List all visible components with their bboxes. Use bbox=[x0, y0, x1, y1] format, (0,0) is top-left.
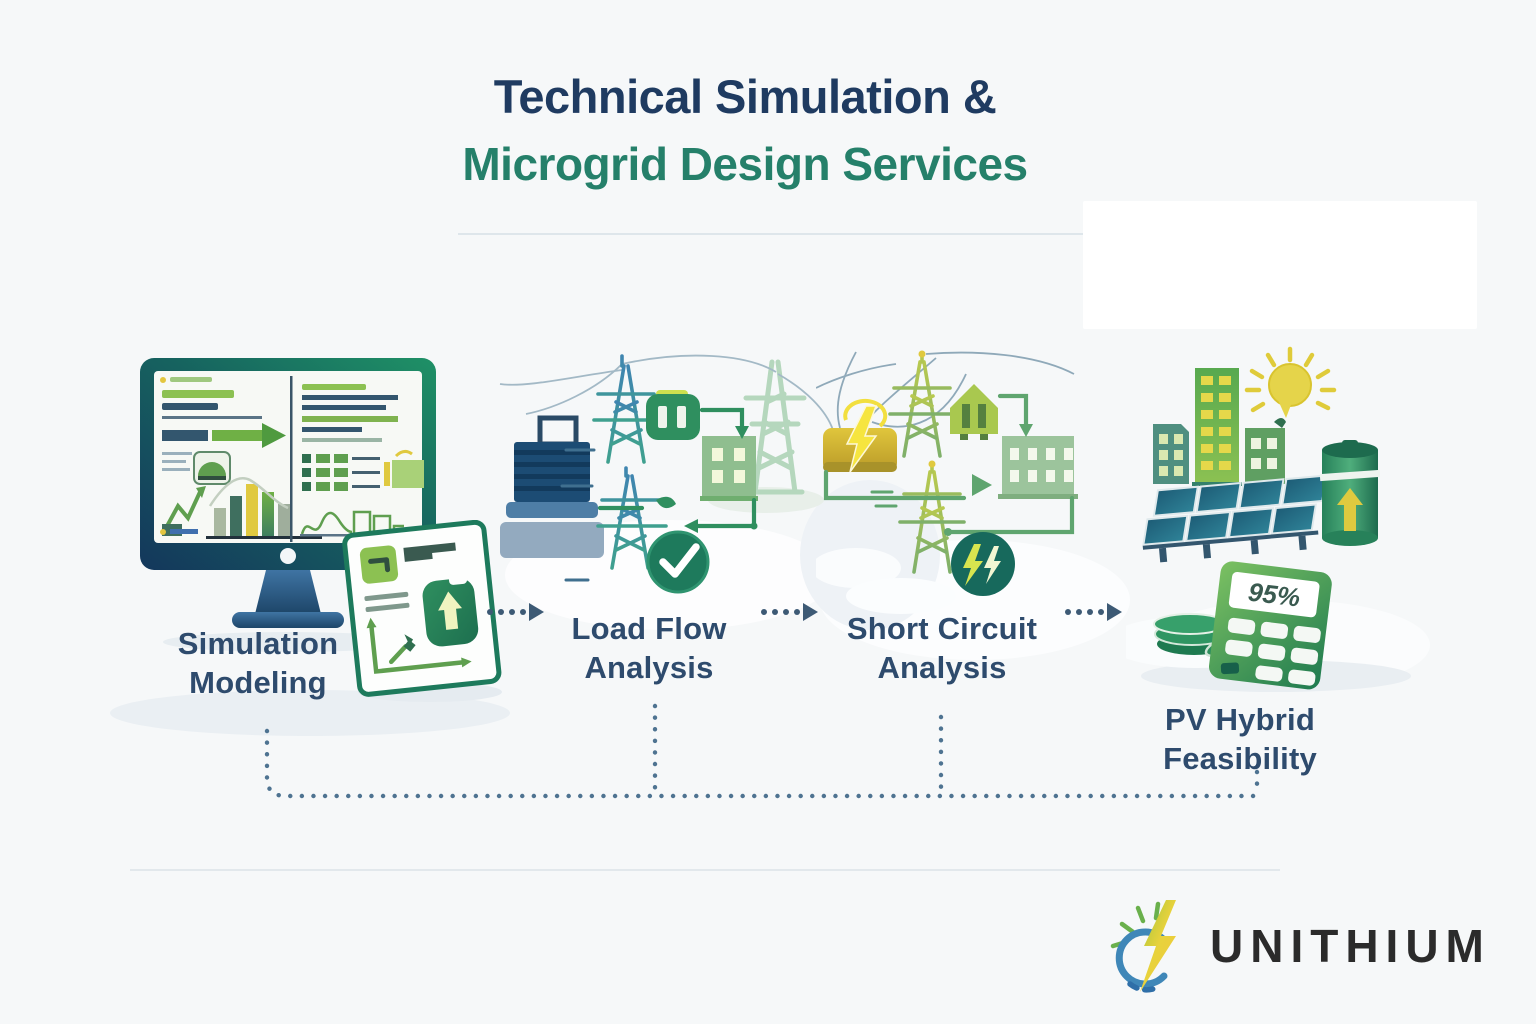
dotted-arrow-icon bbox=[1065, 603, 1122, 621]
simulation-monitor-illustration bbox=[140, 358, 436, 652]
clock-tile-icon bbox=[359, 545, 399, 584]
blank-panel bbox=[1083, 201, 1477, 329]
lightning-bolt-icon bbox=[845, 405, 878, 473]
transmission-tower-icon bbox=[592, 354, 660, 464]
title-divider bbox=[458, 233, 1103, 235]
city-buildings-icon bbox=[1153, 368, 1286, 486]
step-label-simulation-modeling: Simulation Modeling bbox=[177, 626, 339, 701]
dotted-arrow-icon bbox=[761, 603, 818, 621]
building-icon bbox=[998, 436, 1078, 499]
logo-bulb-bolt-icon bbox=[1110, 900, 1176, 993]
battery-icon bbox=[1319, 440, 1381, 546]
plug-device-icon bbox=[646, 390, 700, 440]
flow-arrow-icon bbox=[972, 474, 992, 496]
solar-panel-icon bbox=[1142, 474, 1328, 563]
step-label-pv-hybrid-feasibility: PV Hybrid Feasibility bbox=[1163, 702, 1317, 777]
title-line-1: Technical Simulation & bbox=[493, 70, 997, 123]
step-label-short-circuit-analysis: Short Circuit Analysis bbox=[846, 611, 1038, 686]
monitor-shadow bbox=[163, 632, 413, 652]
battery-tile-icon bbox=[422, 573, 479, 647]
transmission-tower-icon bbox=[898, 462, 966, 574]
gauge-icon bbox=[193, 451, 231, 485]
flow-connectors bbox=[823, 393, 1075, 535]
dotted-arrow-icon bbox=[487, 603, 544, 621]
short-circuit-illustration bbox=[816, 350, 1078, 614]
fault-box-icon bbox=[823, 398, 897, 473]
power-lines bbox=[499, 354, 834, 431]
building-icon bbox=[700, 436, 758, 501]
data-table-icon bbox=[302, 449, 424, 491]
axis-chart-icon bbox=[369, 623, 466, 674]
bar-chart-icon bbox=[206, 477, 322, 539]
simulation-report-document bbox=[342, 520, 502, 702]
background-tower-icon bbox=[743, 359, 807, 495]
brand-logo: UNITHIUM bbox=[1100, 894, 1491, 998]
short-circuit-badge-icon bbox=[951, 532, 1015, 596]
pv-hybrid-illustration: 95% bbox=[1126, 346, 1411, 692]
calculator-icon: 95% bbox=[1208, 561, 1332, 690]
calculator-display: 95% bbox=[1247, 577, 1302, 613]
leaf-icon bbox=[656, 496, 676, 509]
dashboard-screen-content bbox=[160, 376, 424, 542]
transmission-tower-icon bbox=[596, 466, 668, 570]
load-flow-illustration bbox=[499, 354, 834, 594]
title-line-2: Microgrid Design Services bbox=[462, 138, 1028, 191]
footer-divider bbox=[130, 869, 1280, 871]
logo-text: UNITHIUM bbox=[1210, 920, 1491, 972]
check-badge-icon bbox=[646, 530, 710, 594]
page-title: Technical Simulation & Microgrid Design … bbox=[360, 66, 1130, 195]
sun-icon bbox=[1244, 346, 1337, 418]
house-device-icon bbox=[950, 384, 998, 440]
sparkle-icon bbox=[403, 639, 416, 652]
step-label-load-flow-analysis: Load Flow Analysis bbox=[571, 611, 727, 686]
